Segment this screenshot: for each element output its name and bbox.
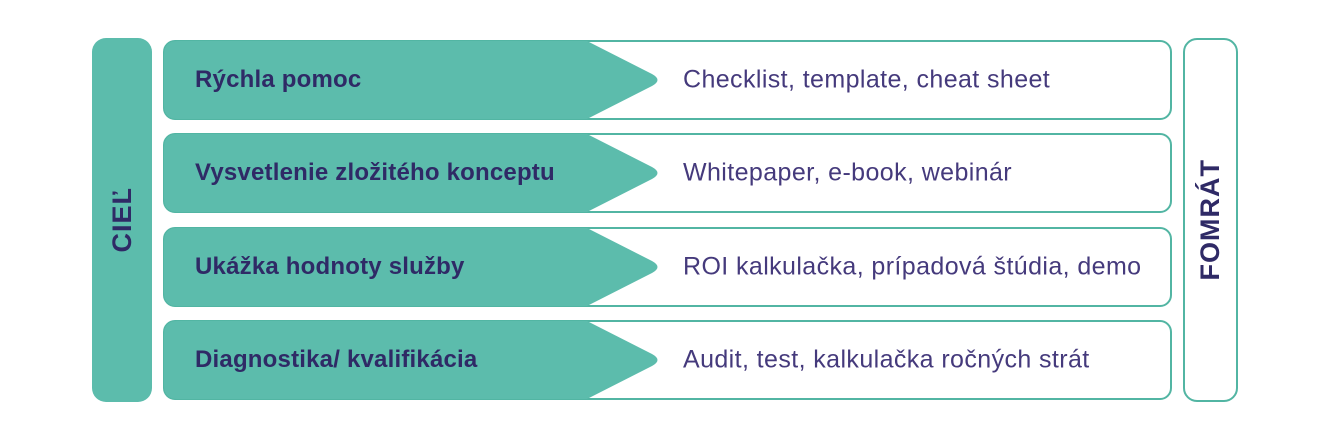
mapping-row-service-value: Ukážka hodnoty služby ROI kalkulačka, pr… [163,226,1172,307]
goal-arrow-icon [164,134,658,213]
goal-label: Vysvetlenie zložitého konceptu [195,159,555,187]
goal-label: Rýchla pomoc [195,66,362,93]
goal-arrow-icon [164,320,658,399]
mapping-row-quick-help: Rýchla pomoc Checklist, template, cheat … [163,40,1172,120]
goal-axis-label: CIEĽ [106,187,137,253]
mapping-row-complex-concept: Vysvetlenie zložitého konceptu Whitepape… [163,133,1172,214]
goal-label: Ukážka hodnoty služby [195,252,465,280]
goal-arrow-icon [164,227,658,306]
format-value: Checklist, template, cheat sheet [683,65,1051,94]
format-value: Whitepaper, e-book, webinár [683,158,1013,187]
mapping-rows: Rýchla pomoc Checklist, template, cheat … [163,40,1172,400]
goal-arrow-icon [164,41,658,119]
format-axis-label: FOMRÁT [1195,159,1225,281]
format-value: Audit, test, kalkulačka ročných strát [683,345,1090,374]
format-value: ROI kalkulačka, prípadová štúdia, demo [683,252,1142,281]
goal-label: Diagnostika/ kvalifikácia [195,345,478,373]
mapping-row-diagnostics: Diagnostika/ kvalifikácia Audit, test, k… [163,319,1172,400]
format-axis-bar: FOMRÁT [1183,38,1238,402]
goal-axis-bar: CIEĽ [92,38,152,402]
